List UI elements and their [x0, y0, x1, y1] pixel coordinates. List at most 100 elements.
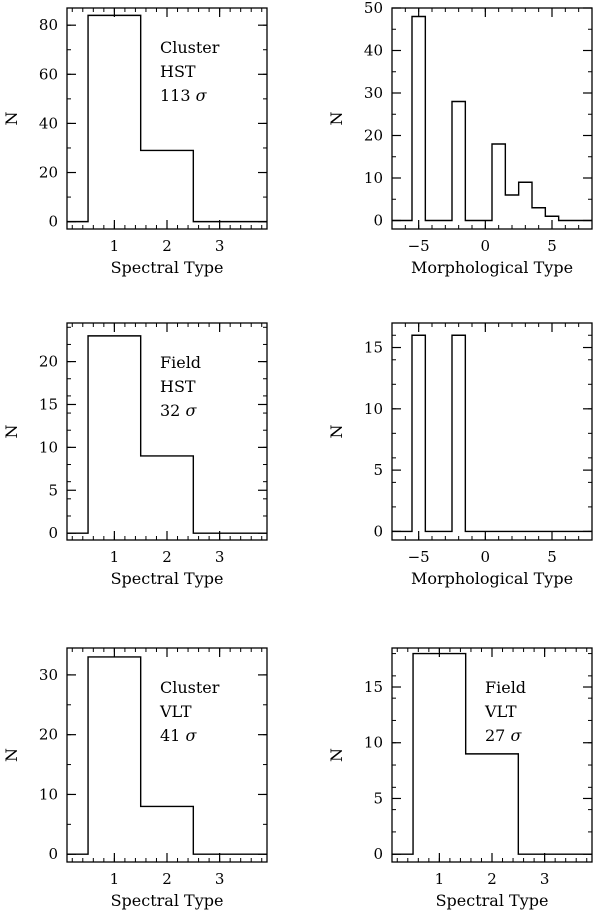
x-tick-label: 2 — [162, 870, 172, 888]
y-axis-label: N — [2, 112, 21, 126]
x-axis-label: Morphological Type — [411, 569, 573, 588]
sigma-symbol: σ — [196, 86, 208, 105]
y-tick-label: 20 — [364, 127, 383, 145]
x-tick-label: 1 — [110, 870, 120, 888]
x-tick-label: 2 — [162, 237, 172, 255]
y-tick-label: 15 — [364, 339, 383, 357]
annotation-line: Field — [160, 353, 201, 372]
y-tick-label: 40 — [364, 42, 383, 60]
x-tick-label: 2 — [162, 548, 172, 566]
x-tick-label: 1 — [435, 870, 445, 888]
y-tick-label: 15 — [39, 395, 58, 413]
y-tick-label: 10 — [364, 169, 383, 187]
y-tick-label: 0 — [373, 522, 383, 540]
histogram-bin — [413, 654, 466, 855]
x-axis-label: Spectral Type — [111, 891, 224, 910]
histogram-bin — [141, 806, 194, 854]
histogram-bin — [141, 456, 194, 533]
y-axis-label: N — [327, 425, 346, 439]
sigma-symbol: σ — [185, 401, 197, 420]
histogram-bin — [88, 336, 141, 533]
x-tick-label: 1 — [110, 548, 120, 566]
y-tick-label: 10 — [39, 785, 58, 803]
y-tick-label: 20 — [39, 353, 58, 371]
y-tick-label: 50 — [364, 0, 383, 17]
histogram-bin — [466, 754, 519, 854]
histogram-bin — [519, 182, 532, 220]
y-tick-label: 30 — [364, 84, 383, 102]
x-tick-label: 0 — [481, 237, 491, 255]
x-axis-label: Spectral Type — [111, 569, 224, 588]
annotation-line: 41 σ — [160, 726, 197, 745]
plot-frame — [391, 7, 593, 230]
histogram-step-line — [67, 14, 267, 223]
annotation-line: Field — [485, 678, 526, 697]
annotation-line: Cluster — [160, 678, 220, 697]
histogram-bin — [141, 150, 194, 221]
annotation-line: HST — [160, 62, 196, 81]
y-tick-label: 30 — [39, 666, 58, 684]
y-tick-label: 80 — [39, 16, 58, 34]
annotation-line: VLT — [159, 702, 192, 721]
x-tick-label: 2 — [487, 870, 497, 888]
y-tick-label: 10 — [364, 400, 383, 418]
y-tick-label: 60 — [39, 65, 58, 83]
histogram-bin — [452, 335, 465, 531]
y-tick-label: 5 — [373, 461, 383, 479]
histogram-bin — [412, 335, 425, 531]
histogram-bin — [452, 102, 465, 221]
sigma-symbol: σ — [510, 726, 522, 745]
y-tick-label: 10 — [39, 438, 58, 456]
annotation-line: Cluster — [160, 38, 220, 57]
x-tick-label: 3 — [215, 548, 225, 566]
x-tick-label: 5 — [547, 237, 557, 255]
y-axis-label: N — [327, 112, 346, 126]
histogram-step-line — [67, 656, 267, 855]
plot-frame — [391, 322, 593, 541]
x-axis-label: Morphological Type — [411, 258, 573, 277]
y-tick-label: 0 — [48, 213, 58, 231]
x-tick-label: −5 — [408, 548, 430, 566]
y-tick-label: 20 — [39, 726, 58, 744]
histogram-bin — [492, 144, 505, 221]
y-tick-label: 15 — [364, 678, 383, 696]
y-tick-label: 5 — [373, 789, 383, 807]
histogram-bin — [88, 15, 141, 221]
y-tick-label: 5 — [48, 481, 58, 499]
y-tick-label: 40 — [39, 114, 58, 132]
y-tick-label: 10 — [364, 734, 383, 752]
histogram-bin — [88, 657, 141, 854]
annotation-line: 27 σ — [485, 726, 522, 745]
annotation-line: 32 σ — [160, 401, 197, 420]
sigma-symbol: σ — [185, 726, 197, 745]
y-axis-label: N — [2, 425, 21, 439]
annotation-line: HST — [160, 377, 196, 396]
y-tick-label: 0 — [373, 212, 383, 230]
y-axis-label: N — [2, 748, 21, 762]
x-tick-label: 3 — [215, 870, 225, 888]
histogram-bin — [532, 208, 545, 221]
y-tick-label: 0 — [373, 845, 383, 863]
y-tick-label: 0 — [48, 524, 58, 542]
x-tick-label: 1 — [110, 237, 120, 255]
histogram-bin — [412, 17, 425, 221]
histogram-bin — [545, 216, 558, 220]
x-tick-label: 3 — [540, 870, 550, 888]
x-tick-label: 0 — [481, 548, 491, 566]
annotation-line: 113 σ — [160, 86, 208, 105]
histogram-bin — [505, 195, 518, 221]
y-axis-label: N — [327, 748, 346, 762]
x-axis-label: Spectral Type — [436, 891, 549, 910]
x-tick-label: 3 — [215, 237, 225, 255]
histogram-step-line — [392, 652, 592, 855]
histogram-step-line — [392, 15, 592, 222]
x-axis-label: Spectral Type — [111, 258, 224, 277]
x-tick-label: 5 — [547, 548, 557, 566]
annotation-line: VLT — [484, 702, 517, 721]
